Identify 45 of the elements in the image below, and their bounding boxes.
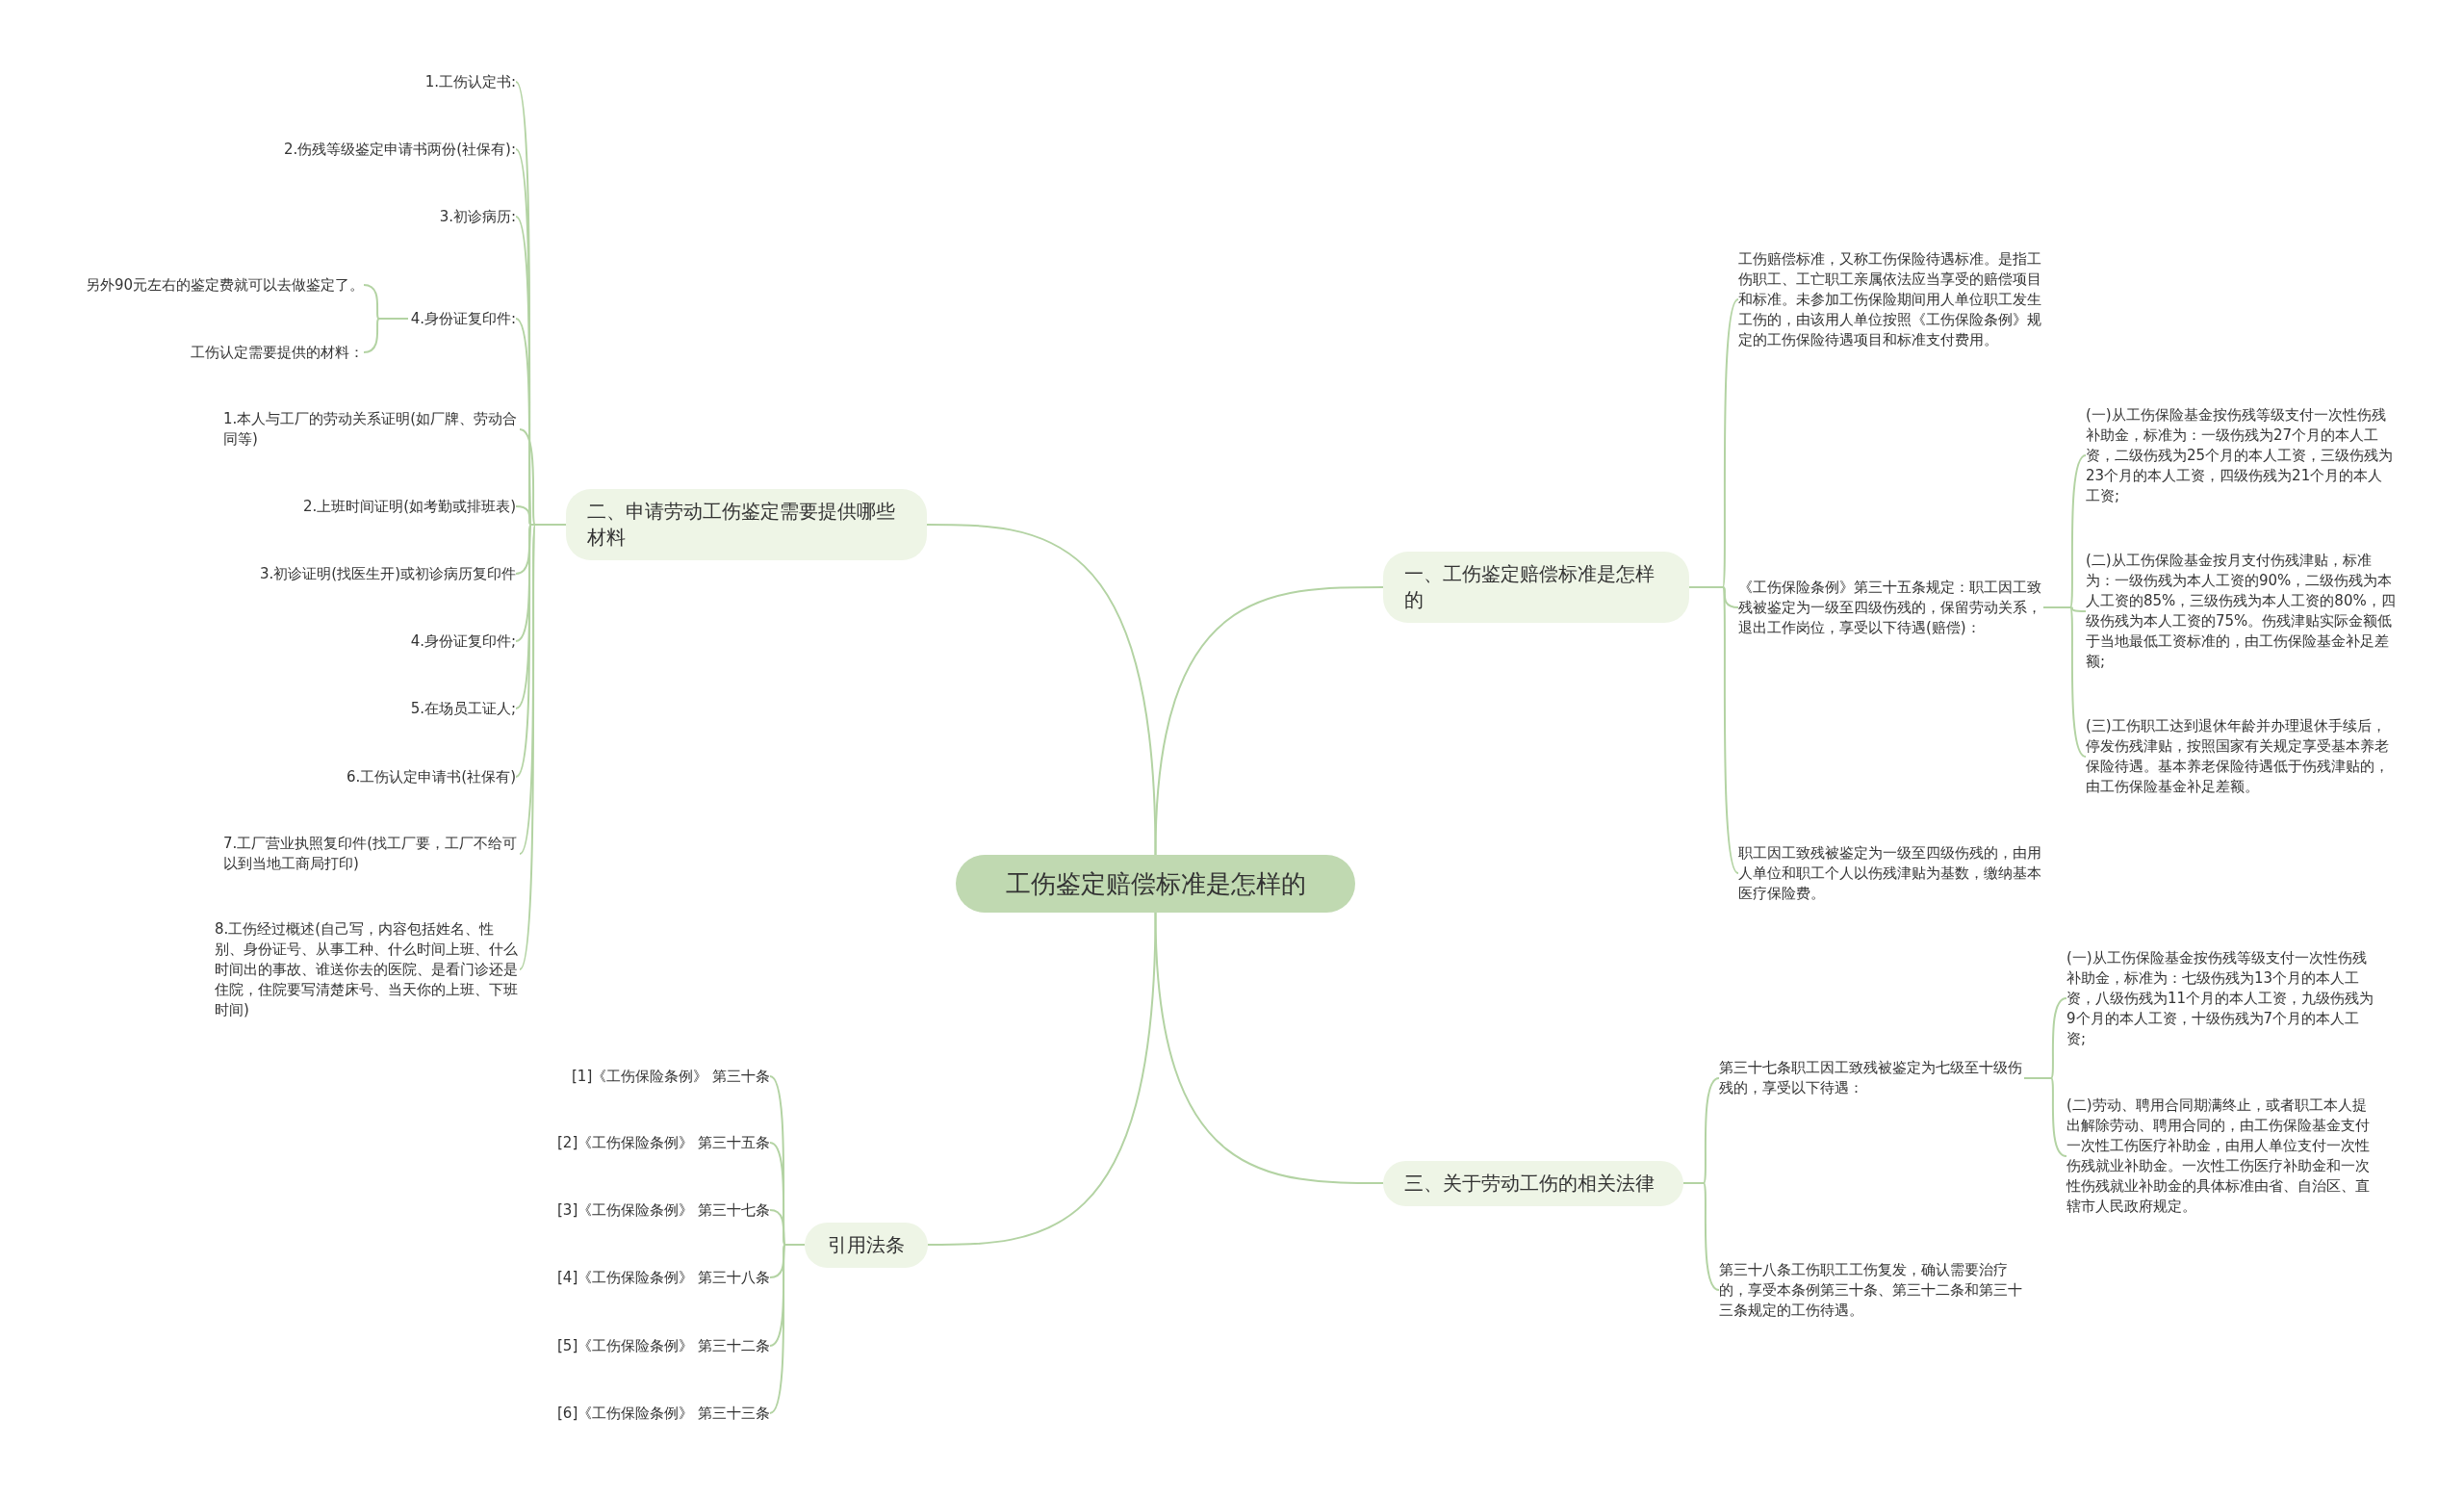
connector-line [926, 524, 1157, 856]
topic-text: [2]《工伤保险条例》 第三十五条 [554, 1132, 770, 1153]
connector-line [1154, 586, 1384, 856]
topic-text: [1]《工伤保险条例》 第三十条 [569, 1066, 770, 1087]
connector-line [1682, 1182, 1720, 1291]
topic-text: (二)从工伤保险基金按月支付伤残津贴，标准为：一级伤残为本人工资的90%，二级伤残为本人工资的85%，三级伤残为本人工资的80%，四级伤残为本人工资的75%。伤残津贴实际金额低于当地最低工资标准的，由工伤保险基金补足差额; [2086, 551, 2396, 672]
topic-text: 7.工厂营业执照复印件(找工厂要，工厂不给可以到当地工商局打印) [223, 834, 520, 874]
topic-text: 1.本人与工厂的劳动关系证明(如厂牌、劳动合同等) [223, 409, 520, 450]
topic-text: 工伤赔偿标准，又称工伤保险待遇标准。是指工伤职工、工亡职工亲属依法应当享受的赔偿项目和标准。未参加工伤保险期间用人单位职工发生工伤的，由该用人单位按照《工伤保险条例》规定的工伤保险待遇项目和标准支付费用。 [1738, 248, 2043, 350]
topic-text: (二)劳动、聘用合同期满终止，或者职工本人提出解除劳动、聘用合同的，由工伤保险基金支付一次性工伤医疗补助金，由用人单位支付一次性伤残就业补助金。一次性工伤医疗补助金和一次性伤残就业补助金的具体标准由省、自治区、直辖市人民政府规定。 [2066, 1095, 2372, 1217]
topic-text: 5.在场员工证人; [408, 698, 516, 719]
topic-text: 8.工伤经过概述(自己写，内容包括姓名、性别、身份证号、从事工种、什么时间上班、什么时间出的事故、谁送你去的医院、是看门诊还是住院，住院要写清楚床号、当天你的上班、下班时间) [215, 918, 520, 1020]
topic-text: 《工伤保险条例》第三十五条规定：职工因工致残被鉴定为一级至四级伤残的，保留劳动关系，退出工作岗位，享受以下待遇(赔偿)： [1738, 577, 2043, 638]
topic-text: 职工因工致残被鉴定为一级至四级伤残的，由用人单位和职工个人以伤残津贴为基数，缴纳基本医疗保险费。 [1738, 842, 2043, 904]
topic-text: 2.伤残等级鉴定申请书两份(社保有): [281, 139, 516, 160]
topic-text: 第三十七条职工因工致残被鉴定为七级至十级伤残的，享受以下待遇： [1719, 1058, 2024, 1098]
connector-line [363, 318, 409, 353]
topic-text: 1.工伤认定书: [423, 71, 516, 92]
topic-text: [4]《工伤保险条例》 第三十八条 [554, 1267, 770, 1288]
topic-text: 2.上班时间证明(如考勤或排班表) [300, 496, 516, 517]
central-topic-box: 工伤鉴定赔偿标准是怎样的 [956, 855, 1355, 913]
topic-text: 另外90元左右的鉴定费就可以去做鉴定了。 [83, 274, 364, 296]
topic-text: 4.身份证复印件: [408, 308, 516, 329]
topic-text: (一)从工伤保险基金按伤残等级支付一次性伤残补助金，标准为：七级伤残为13个月的本人工资，八级伤残为11个月的本人工资，九级伤残为9个月的本人工资，十级伤残为7个月的本人工资; [2066, 947, 2376, 1049]
topic-text: 工伤认定需要提供的材料： [189, 342, 364, 363]
topic-text: (三)工伤职工达到退休年龄并办理退休手续后，停发伤残津贴，按照国家有关规定享受基本养老保险待遇。基本养老保险待遇低于伤残津贴的，由工伤保险基金补足差额。 [2086, 716, 2391, 797]
connector-line [2042, 606, 2087, 758]
topic-text: 第三十八条工伤职工工伤复发，确认需要治疗的，享受本条例第三十条、第三十二条和第三十三条规定的工伤待遇。 [1719, 1259, 2024, 1321]
topic-box: 引用法条 [805, 1222, 928, 1268]
topic-text: [6]《工伤保险条例》 第三十三条 [554, 1403, 770, 1424]
topic-box: 一、工伤鉴定赔偿标准是怎样的 [1383, 552, 1689, 623]
topic-text: [5]《工伤保险条例》 第三十二条 [554, 1335, 770, 1356]
connector-line [927, 912, 1157, 1246]
connector-line [769, 1244, 806, 1414]
topic-text: (一)从工伤保险基金按伤残等级支付一次性伤残补助金，标准为：一级伤残为27个月的本人工资，二级伤残为25个月的本人工资，三级伤残为23个月的本人工资，四级伤残为21个月的本人工资; [2086, 404, 2396, 506]
topic-text: 6.工伤认定申请书(社保有) [344, 766, 516, 787]
topic-text: 4.身份证复印件; [408, 631, 516, 652]
connector-line [1688, 586, 1739, 874]
topic-box: 二、申请劳动工伤鉴定需要提供哪些材料 [566, 489, 927, 560]
topic-text: 3.初诊病历: [437, 206, 516, 227]
topic-box: 三、关于劳动工伤的相关法律 [1383, 1160, 1683, 1206]
connector-line [1154, 912, 1384, 1184]
topic-text: [3]《工伤保险条例》 第三十七条 [554, 1199, 770, 1221]
topic-text: 3.初诊证明(找医生开)或初诊病历复印件 [257, 563, 516, 584]
connector-line [2023, 1077, 2067, 1157]
